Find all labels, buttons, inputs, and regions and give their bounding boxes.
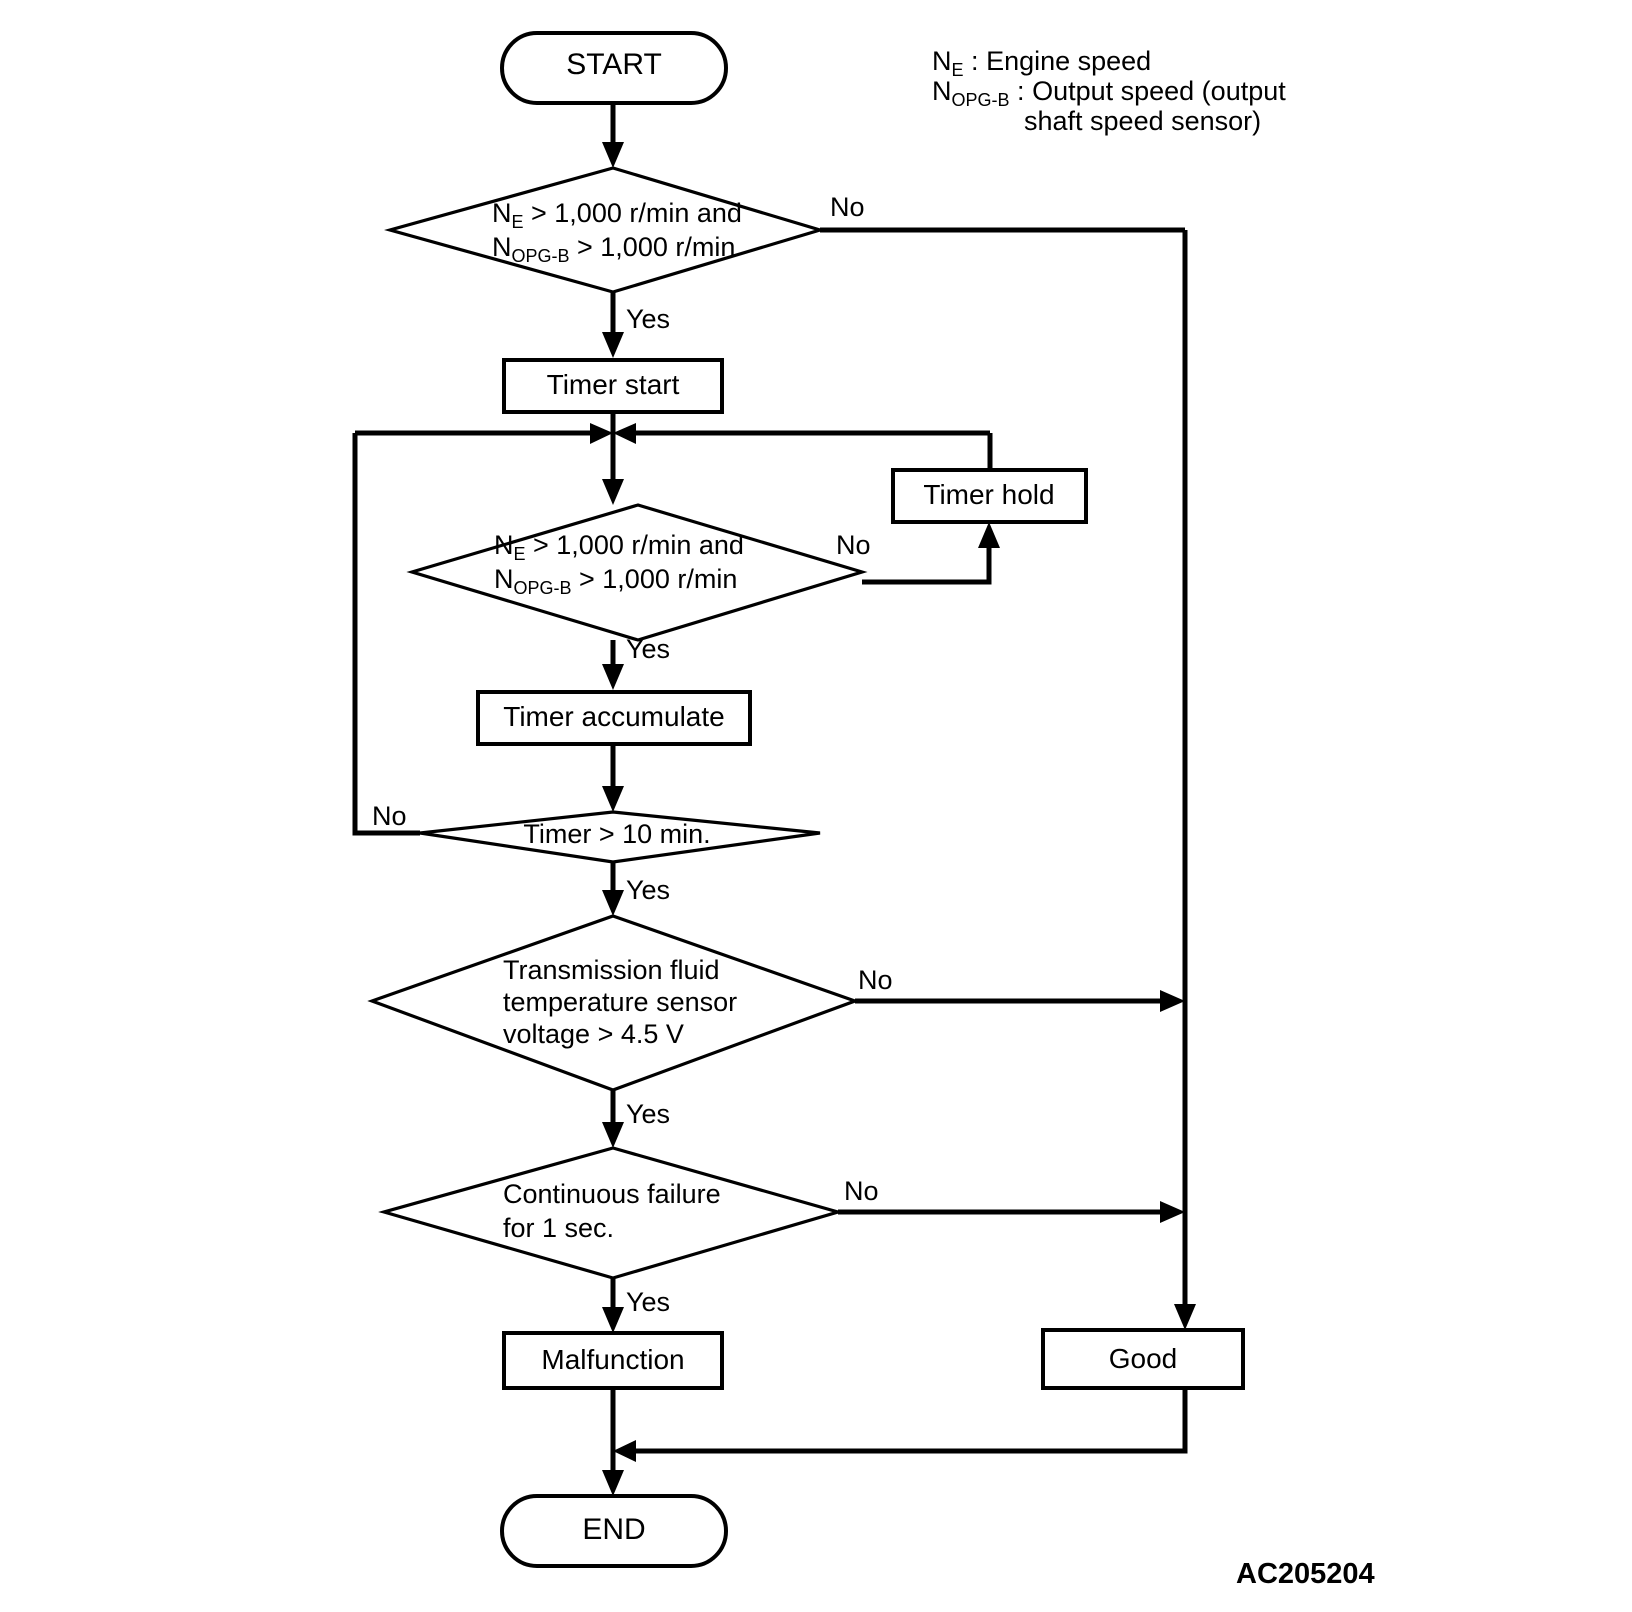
decision-fluid-line-1: Transmission fluid bbox=[503, 955, 720, 985]
node-end: END bbox=[500, 1494, 728, 1568]
node-decision-timer: Timer > 10 min. No bbox=[372, 801, 821, 864]
arrow-down-4 bbox=[602, 664, 624, 690]
conn-good-to-end bbox=[613, 1388, 1188, 1462]
legend-block: NE : Engine speed NOPG-B : Output speed … bbox=[932, 46, 1286, 136]
start-label: START bbox=[566, 48, 662, 81]
node-decision-failure: Continuous failure for 1 sec. bbox=[378, 1146, 844, 1280]
good-label: Good bbox=[1109, 1343, 1178, 1374]
conn-decisiontimer-yes: Yes bbox=[602, 862, 670, 916]
timer-accumulate-label: Timer accumulate bbox=[503, 701, 724, 732]
merge-junction bbox=[355, 423, 990, 444]
decision-failure-line-1: Continuous failure bbox=[503, 1179, 721, 1209]
arrow-right-rail-1 bbox=[1160, 990, 1185, 1012]
conn-start-to-decision1 bbox=[602, 103, 624, 168]
arrow-up-timerhold bbox=[978, 522, 1000, 548]
arrow-down-2 bbox=[602, 332, 624, 358]
node-decision-fluid: Transmission fluid temperature sensor vo… bbox=[367, 914, 860, 1092]
label-decision2-yes: Yes bbox=[626, 634, 670, 664]
arrow-down-5 bbox=[602, 786, 624, 812]
arrow-down-7 bbox=[602, 1122, 624, 1148]
node-start: START bbox=[500, 31, 728, 105]
decision-2-diamond bbox=[406, 503, 868, 642]
malfunction-box bbox=[502, 1331, 724, 1390]
label-decisionfluid-no: No bbox=[858, 965, 893, 995]
arrow-right-rail-2 bbox=[1160, 1201, 1185, 1223]
label-decisionfluid-yes: Yes bbox=[626, 1099, 670, 1129]
arrow-left-end bbox=[613, 1440, 636, 1462]
end-label: END bbox=[582, 1513, 645, 1546]
label-decision1-yes: Yes bbox=[626, 304, 670, 334]
label-decisiontimer-yes: Yes bbox=[626, 875, 670, 905]
figure-code: AC205204 bbox=[1236, 1558, 1375, 1590]
legend-symbol-ne-sub: E bbox=[952, 60, 964, 80]
arrow-down-9 bbox=[602, 1470, 624, 1496]
arrow-down-6 bbox=[602, 890, 624, 916]
conn-junction-to-decision2 bbox=[602, 433, 624, 505]
timer-hold-label: Timer hold bbox=[923, 479, 1054, 510]
conn-decision2-no: No bbox=[836, 522, 1000, 585]
conn-malfunction-to-end bbox=[602, 1388, 624, 1496]
legend-symbol-nopgb: N bbox=[932, 76, 952, 106]
node-timer-hold: Timer hold bbox=[891, 468, 1088, 524]
legend-separator-2: : bbox=[1017, 76, 1025, 106]
timer-hold-box bbox=[891, 468, 1088, 524]
decision-timer-label: Timer > 10 min. bbox=[523, 819, 710, 849]
arrow-right-junction bbox=[590, 423, 613, 444]
timer-start-label: Timer start bbox=[547, 369, 680, 400]
node-decision-2: NE > 1,000 r/min and NOPG-B > 1,000 r/mi… bbox=[406, 503, 868, 642]
conn-decision1-yes: Yes bbox=[602, 292, 670, 358]
arrow-down-3 bbox=[602, 479, 624, 505]
decision-2-line-2: NOPG-B > 1,000 r/min bbox=[494, 564, 737, 598]
right-rail bbox=[1174, 230, 1196, 1330]
legend-line-2: NOPG-B : Output speed (output bbox=[932, 76, 1286, 110]
label-decision2-no: No bbox=[836, 530, 871, 560]
decision-2-line-1: NE > 1,000 r/min and bbox=[494, 530, 744, 564]
conn-decisionfluid-no: No bbox=[855, 965, 1185, 1012]
arrow-down-good bbox=[1174, 1304, 1196, 1330]
legend-symbol-ne: N bbox=[932, 46, 952, 76]
good-box bbox=[1041, 1328, 1245, 1390]
legend-line-1: NE : Engine speed bbox=[932, 46, 1151, 80]
node-timer-start: Timer start bbox=[502, 358, 724, 414]
timer-start-box bbox=[502, 358, 724, 414]
decision-1-diamond bbox=[384, 166, 826, 294]
legend-text-1: Engine speed bbox=[986, 46, 1151, 76]
label-decisionfailure-no: No bbox=[844, 1176, 879, 1206]
conn-decision2-yes: Yes bbox=[602, 634, 670, 690]
decision-1-line-1: NE > 1,000 r/min and bbox=[492, 198, 742, 232]
legend-line-3: shaft speed sensor) bbox=[1024, 106, 1261, 136]
arrow-down-8 bbox=[602, 1307, 624, 1333]
legend-separator-1: : bbox=[971, 46, 979, 76]
label-decisiontimer-no: No bbox=[372, 801, 407, 831]
conn-decisionfailure-yes: Yes bbox=[602, 1278, 670, 1333]
conn-decision1-no: No bbox=[820, 192, 1185, 233]
timer-accumulate-box bbox=[476, 690, 752, 746]
conn-decisionfluid-yes: Yes bbox=[602, 1090, 670, 1148]
legend-symbol-nopgb-sub: OPG-B bbox=[952, 90, 1010, 110]
node-malfunction: Malfunction bbox=[502, 1331, 724, 1390]
label-decisionfailure-yes: Yes bbox=[626, 1287, 670, 1317]
legend-text-2: Output speed (output bbox=[1032, 76, 1286, 106]
node-decision-1: NE > 1,000 r/min and NOPG-B > 1,000 r/mi… bbox=[384, 166, 826, 294]
decision-1-line-2: NOPG-B > 1,000 r/min bbox=[492, 232, 735, 266]
decision-fluid-line-3: voltage > 4.5 V bbox=[503, 1019, 684, 1049]
arrow-down-1 bbox=[602, 142, 624, 168]
conn-accumulate-to-decisiontimer bbox=[602, 744, 624, 812]
malfunction-label: Malfunction bbox=[541, 1344, 684, 1375]
decision-fluid-line-2: temperature sensor bbox=[503, 987, 737, 1017]
label-decision1-no: No bbox=[830, 192, 865, 222]
end-capsule bbox=[500, 1494, 728, 1568]
decision-failure-line-2: for 1 sec. bbox=[503, 1213, 614, 1243]
conn-decisionfailure-no: No bbox=[838, 1176, 1185, 1223]
conn-loopback-left bbox=[352, 433, 420, 836]
node-timer-accumulate: Timer accumulate bbox=[476, 690, 752, 746]
arrow-left-junction bbox=[613, 423, 636, 444]
node-good: Good bbox=[1041, 1328, 1245, 1390]
